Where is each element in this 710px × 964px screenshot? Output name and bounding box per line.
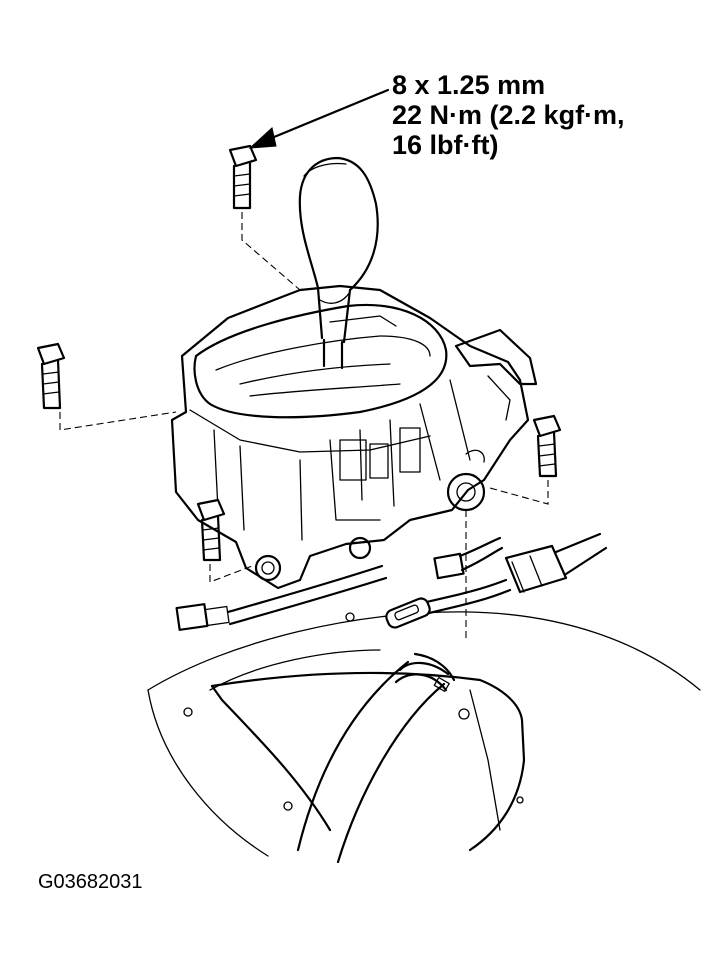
shift-cable (385, 532, 608, 629)
bolt-size-label: 8 x 1.25 mm (392, 70, 546, 100)
figure-id: G03682031 (38, 871, 143, 893)
shifter-housing (170, 284, 538, 590)
bolt-lower-left (196, 498, 226, 562)
bolt-top (228, 144, 258, 210)
harness-connector-left (175, 564, 388, 631)
bolt-left (36, 342, 66, 410)
torque-specification: 8 x 1.25 mm 22 N·m (2.2 kgf·m, 16 lbf·ft… (392, 70, 625, 160)
bolt-right (532, 414, 562, 478)
torque-value-imperial-label: 16 lbf·ft) (392, 130, 499, 160)
cable-hose (296, 652, 456, 864)
shift-knob (298, 156, 379, 370)
floor-panel (147, 611, 701, 857)
torque-value-label: 22 N·m (2.2 kgf·m, (392, 100, 625, 130)
harness-connector-right (433, 536, 504, 580)
alignment-lines (59, 212, 549, 640)
leader-arrow (248, 88, 390, 149)
